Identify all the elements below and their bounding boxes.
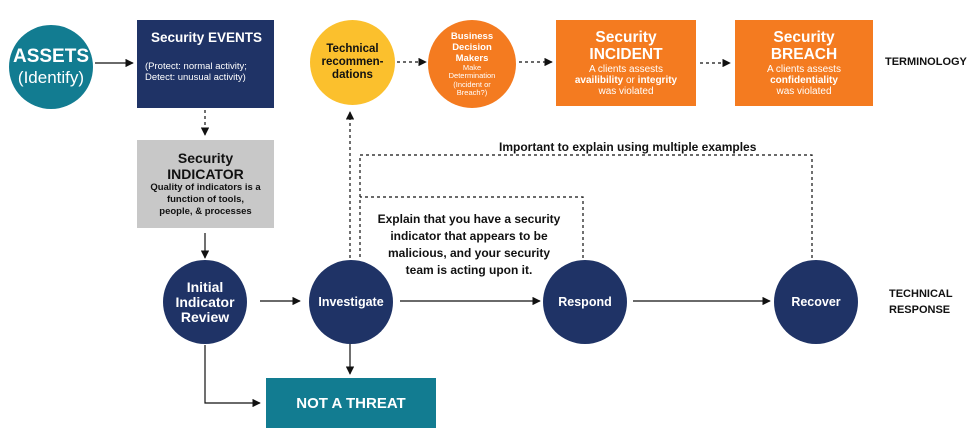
decision-line5: Determination bbox=[448, 71, 496, 80]
incident-title-line2: INCIDENT bbox=[589, 46, 663, 63]
technical-response-label: TECHNICAL RESPONSE bbox=[889, 286, 953, 318]
security-indicator-box: Security INDICATOR Quality of indicators… bbox=[137, 140, 274, 228]
review-line1: Initial bbox=[186, 278, 224, 295]
security-breach-box: Security BREACH A clients assests confid… bbox=[735, 20, 873, 106]
decision-line6: (Incident or bbox=[453, 79, 491, 89]
incident-availability: availibility bbox=[574, 75, 624, 86]
review-line2: Indicator bbox=[175, 293, 235, 310]
breach-desc-line2: confidentiality bbox=[770, 75, 838, 86]
incident-title-line1: Security bbox=[595, 29, 657, 46]
recover-node: Recover bbox=[774, 260, 858, 344]
incident-desc-line2: availibility or integrity bbox=[575, 75, 677, 86]
not-a-threat-label: NOT A THREAT bbox=[296, 394, 406, 412]
review-line3: Review bbox=[180, 308, 230, 325]
business-decision-makers-node: Business Decision Makers Make Determinat… bbox=[428, 20, 516, 108]
note-explain-line2: indicator that appears to be bbox=[390, 229, 548, 243]
decision-line4: Make bbox=[462, 62, 482, 72]
note-explain-indicator: Explain that you have a security indicat… bbox=[366, 211, 572, 279]
respond-label: Respond bbox=[558, 295, 612, 309]
security-events-box: Security EVENTS (Protect: normal activit… bbox=[137, 20, 274, 108]
tech-recs-line3: dations bbox=[332, 69, 373, 81]
dashed-respond-loop bbox=[360, 196, 584, 258]
decision-line1: Business bbox=[450, 30, 494, 42]
incident-desc-line3: was violated bbox=[598, 86, 654, 97]
indicator-desc-line1: Quality of indicators is a bbox=[150, 181, 261, 193]
technical-recommendations-node: Technical recommen- dations bbox=[310, 20, 395, 105]
note-explain-line3: malicious, and your security bbox=[387, 246, 551, 260]
decision-line3: Makers bbox=[455, 52, 489, 64]
assets-node: ASSETS (Identify) bbox=[9, 25, 93, 109]
events-desc-line1: (Protect: normal activity; bbox=[145, 61, 247, 72]
indicator-title-line1: Security bbox=[177, 149, 234, 166]
investigate-label: Investigate bbox=[318, 295, 384, 309]
incident-integrity: integrity bbox=[637, 75, 678, 86]
technical-response-line1: TECHNICAL bbox=[889, 288, 953, 300]
breach-desc-line3: was violated bbox=[776, 86, 832, 97]
incident-or: or bbox=[623, 75, 638, 86]
indicator-desc-line3: people, & processes bbox=[159, 205, 252, 217]
decision-line7: Breach?) bbox=[456, 88, 488, 97]
terminology-label: TERMINOLOGY bbox=[885, 56, 967, 68]
tech-recs-line1: Technical bbox=[326, 43, 379, 55]
decision-line2: Decision bbox=[452, 41, 492, 53]
investigate-node: Investigate bbox=[309, 260, 393, 344]
breach-title-line2: BREACH bbox=[770, 46, 838, 63]
indicator-desc-line2: function of tools, bbox=[166, 193, 245, 205]
initial-indicator-review-node: Initial Indicator Review bbox=[163, 260, 247, 344]
dashed-recover-loop bbox=[359, 154, 813, 258]
not-a-threat-box: NOT A THREAT bbox=[266, 378, 436, 428]
note-explain-line4: team is acting upon it. bbox=[405, 263, 533, 277]
note-multiple-examples: Important to explain using multiple exam… bbox=[497, 140, 759, 154]
respond-node: Respond bbox=[543, 260, 627, 344]
assets-title: ASSETS bbox=[12, 46, 90, 67]
breach-desc-line1: A clients assests bbox=[767, 64, 841, 75]
tech-recs-line2: recommen- bbox=[321, 56, 384, 68]
events-title: Security EVENTS bbox=[150, 30, 263, 45]
note-explain-line1: Explain that you have a security bbox=[377, 212, 561, 226]
incident-desc-line1: A clients assests bbox=[589, 64, 663, 75]
arrow-review-notthreat bbox=[204, 345, 261, 408]
events-desc-line2: Detect: unusual activity) bbox=[145, 72, 246, 83]
technical-response-line2: RESPONSE bbox=[889, 304, 951, 316]
indicator-title-line2: INDICATOR bbox=[167, 165, 244, 182]
security-incident-box: Security INCIDENT A clients assests avai… bbox=[556, 20, 696, 106]
recover-label: Recover bbox=[791, 295, 841, 309]
assets-subtitle: (Identify) bbox=[17, 68, 85, 87]
breach-title-line1: Security bbox=[773, 29, 835, 46]
